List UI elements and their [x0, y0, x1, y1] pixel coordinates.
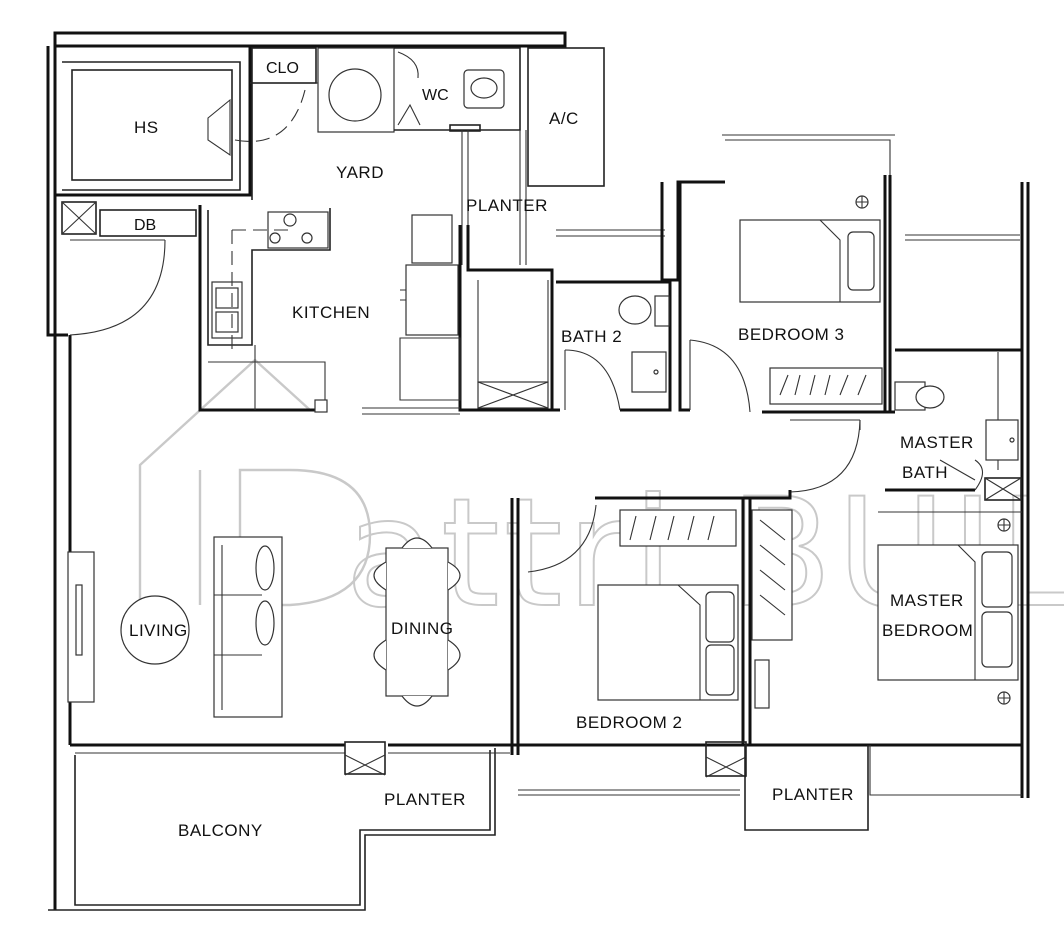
- master-bath-area: [885, 348, 1022, 501]
- label-planter-bottom-right: PLANTER: [772, 785, 854, 804]
- room-labels: HS CLO WC A/C YARD PLANTER DB KITCHEN BA…: [129, 60, 974, 840]
- label-db: DB: [134, 217, 156, 234]
- label-ac: A/C: [549, 109, 579, 128]
- corridor: [789, 419, 861, 493]
- label-bath-2: BATH 2: [561, 327, 622, 346]
- db-box: [61, 201, 197, 336]
- bottom-vents: [344, 741, 869, 831]
- label-kitchen: KITCHEN: [292, 303, 370, 322]
- label-bedroom-3: BEDROOM 3: [738, 325, 845, 344]
- living-dining-furniture: [67, 536, 461, 718]
- label-bedroom-2: BEDROOM 2: [576, 713, 683, 732]
- label-master-bath-2: BATH: [902, 463, 948, 482]
- master-bedroom-area: [750, 511, 1022, 796]
- yard-area: [251, 83, 527, 265]
- label-planter-bottom-left: PLANTER: [384, 790, 466, 809]
- bath-2-area: [556, 229, 672, 412]
- label-master-bath-1: MASTER: [900, 433, 974, 452]
- planter-column: [466, 225, 560, 412]
- label-dining: DINING: [391, 619, 454, 638]
- bedroom-3-area: [660, 134, 1020, 414]
- label-planter-top: PLANTER: [466, 196, 548, 215]
- kitchen-area: [198, 205, 470, 415]
- label-yard: YARD: [336, 163, 384, 182]
- label-wc: WC: [422, 87, 449, 104]
- service-block: [55, 46, 605, 197]
- label-master-bedroom-2: BEDROOM: [882, 621, 973, 640]
- label-clo: CLO: [266, 60, 299, 77]
- label-living: LIVING: [129, 621, 188, 640]
- label-master-bedroom-1: MASTER: [890, 591, 964, 610]
- label-balcony: BALCONY: [178, 821, 263, 840]
- bedroom-2-area: [510, 490, 793, 796]
- label-hs: HS: [134, 118, 159, 137]
